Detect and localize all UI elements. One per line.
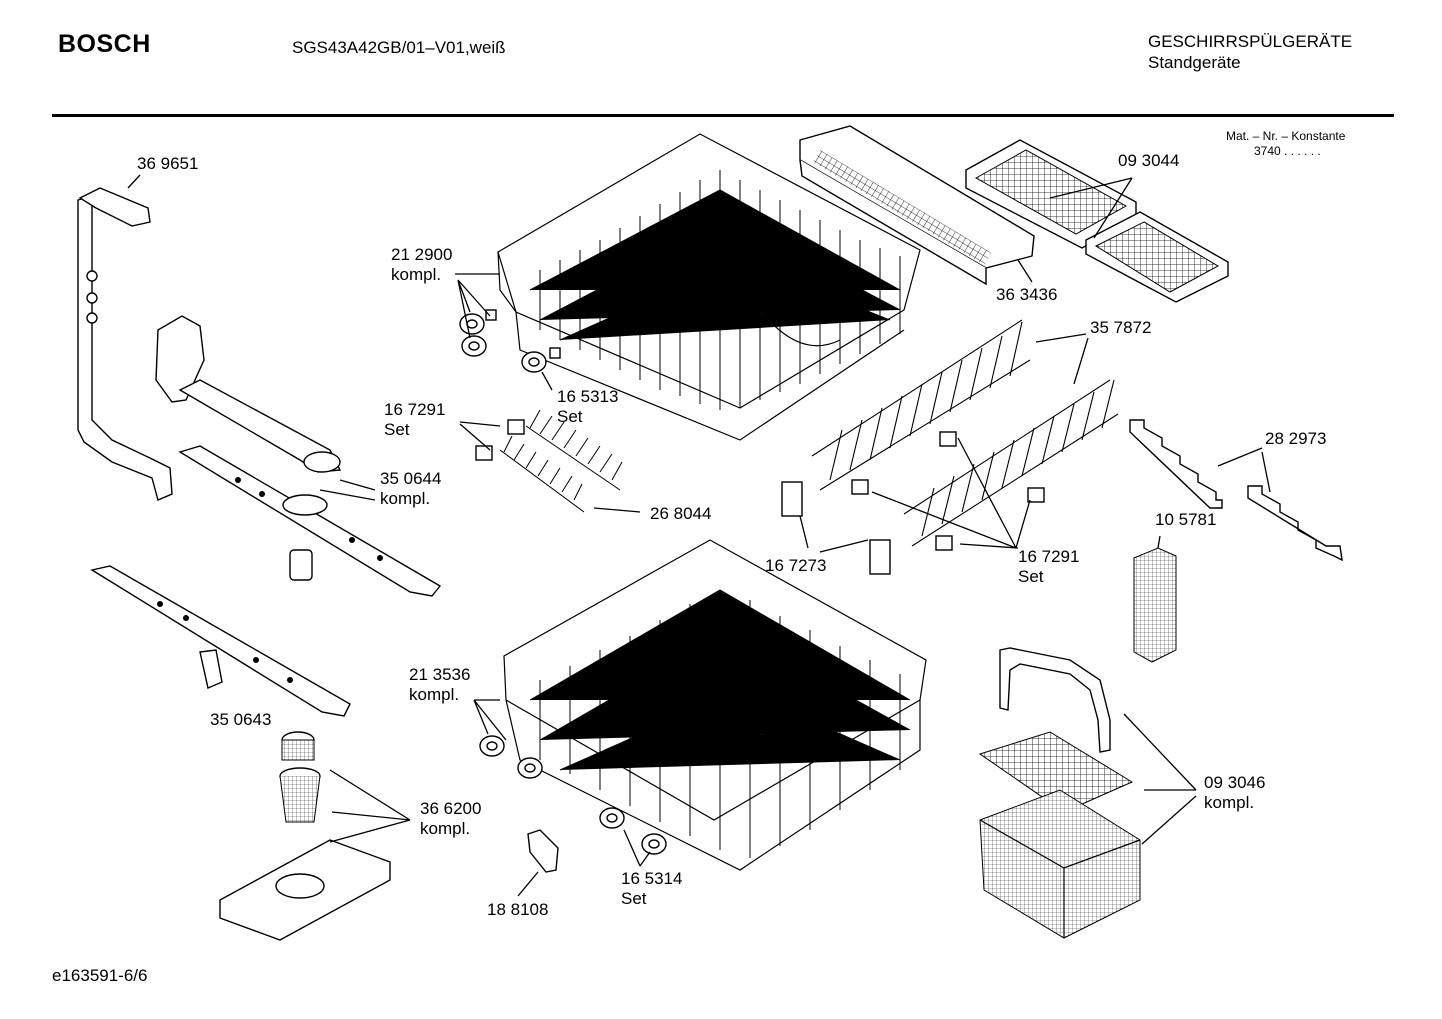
leader-lines xyxy=(127,174,1271,897)
label-number: 09 3044 xyxy=(1118,151,1180,170)
cup-shelf-step xyxy=(1129,419,1343,562)
category-subtitle: Standgeräte xyxy=(1148,53,1241,72)
label-number: 35 0643 xyxy=(210,710,272,729)
label-number: 16 7273 xyxy=(765,556,827,575)
label-number: 36 9651 xyxy=(137,154,199,173)
upper-basket xyxy=(497,133,921,441)
spray-supply-pipe xyxy=(77,187,173,501)
cutlery-basket xyxy=(978,647,1141,939)
label-35-7872: 35 7872 xyxy=(1090,318,1151,338)
tine-row xyxy=(475,409,623,513)
cup-rack xyxy=(965,139,1229,303)
cutlery-holder xyxy=(1133,547,1177,663)
label-16-7273: 16 7273 xyxy=(765,556,826,576)
label-10-5781: 10 5781 xyxy=(1155,510,1216,530)
material-number-label: Mat. – Nr. – Konstante xyxy=(1226,129,1346,143)
label-number: 21 3536 xyxy=(409,665,471,684)
label-sub: Set xyxy=(1018,567,1044,586)
label-number: 35 7872 xyxy=(1090,318,1152,337)
label-sub: Set xyxy=(384,420,410,439)
filter-assembly xyxy=(219,731,391,941)
material-number-box: Mat. – Nr. – Konstante 3740 . . . . . . xyxy=(1226,129,1345,159)
label-18-8108: 18 8108 xyxy=(487,900,548,920)
header-divider xyxy=(52,114,1394,117)
label-number: 16 7291 xyxy=(1018,547,1080,566)
lower-spray-arm xyxy=(90,565,351,717)
document-code: e163591-6/6 xyxy=(52,966,148,985)
rack-clip xyxy=(527,829,559,873)
label-sub: kompl. xyxy=(1204,793,1255,812)
label-number: 28 2973 xyxy=(1265,429,1327,448)
label-sub: kompl. xyxy=(420,819,471,838)
label-36-9651: 36 9651 xyxy=(137,154,198,174)
label-number: 09 3046 xyxy=(1204,773,1266,792)
label-number: 18 8108 xyxy=(487,900,549,919)
label-number: 16 5314 xyxy=(621,869,683,888)
label-sub: kompl. xyxy=(409,685,460,704)
label-09-3044: 09 3044 xyxy=(1118,151,1179,171)
lower-basket xyxy=(503,539,927,871)
material-number-value: 3740 . . . . . . xyxy=(1254,144,1321,158)
label-number: 16 5313 xyxy=(557,387,619,406)
label-26-8044: 26 8044 xyxy=(650,504,711,524)
label-sub: kompl. xyxy=(391,265,442,284)
plate-rack xyxy=(781,319,1119,575)
upper-rack-wheels xyxy=(459,309,561,373)
label-number: 36 6200 xyxy=(420,799,482,818)
upper-spray-arm xyxy=(155,315,442,597)
cutlery-tray xyxy=(799,125,1035,286)
label-number: 36 3436 xyxy=(996,285,1058,304)
label-35-0643: 35 0643 xyxy=(210,710,271,730)
label-sub: Set xyxy=(557,407,583,426)
label-sub: kompl. xyxy=(380,489,431,508)
label-36-3436: 36 3436 xyxy=(996,285,1057,305)
label-number: 26 8044 xyxy=(650,504,712,523)
label-number: 35 0644 xyxy=(380,469,442,488)
label-number: 21 2900 xyxy=(391,245,453,264)
category: GESCHIRRSPÜLGERÄTE Standgeräte xyxy=(1148,31,1352,73)
brand-logo: BOSCH xyxy=(58,30,151,58)
label-number: 16 7291 xyxy=(384,400,446,419)
label-sub: Set xyxy=(621,889,647,908)
label-number: 10 5781 xyxy=(1155,510,1217,529)
category-title: GESCHIRRSPÜLGERÄTE xyxy=(1148,32,1353,51)
model-number: SGS43A42GB/01–V01,weiß xyxy=(292,38,506,57)
lower-rack-wheels xyxy=(479,735,667,855)
label-28-2973: 28 2973 xyxy=(1265,429,1326,449)
